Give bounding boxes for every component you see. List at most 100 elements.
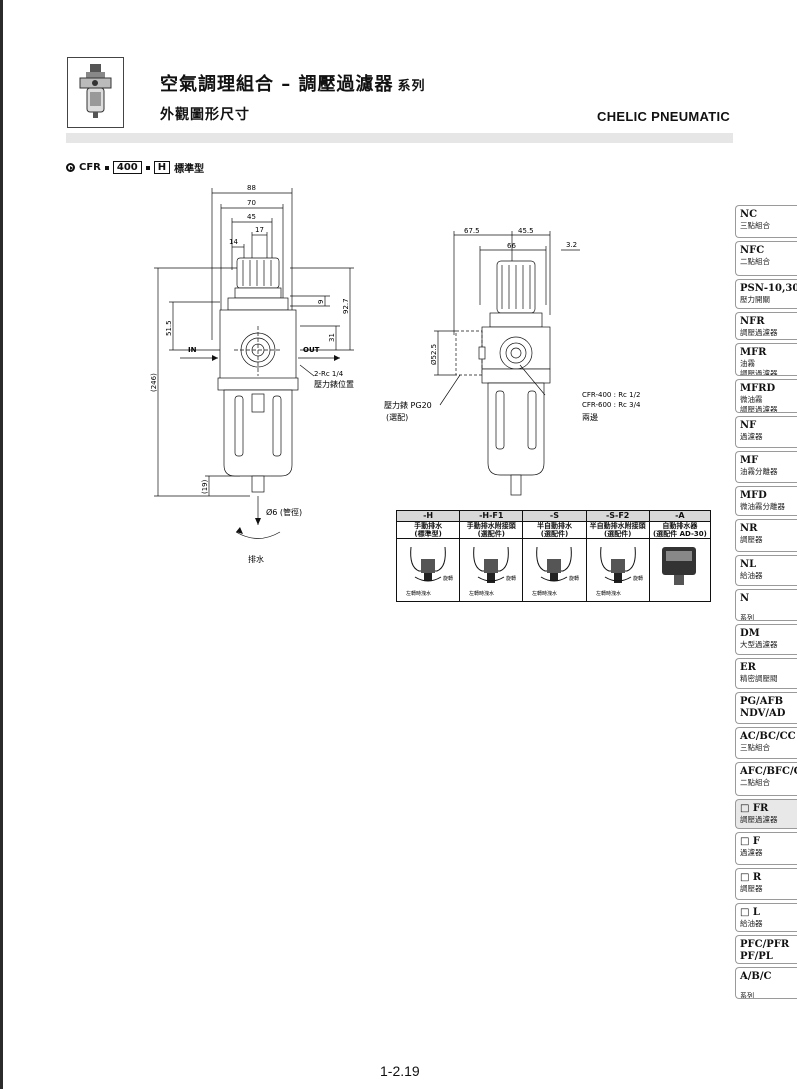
product-thumbnail (67, 57, 124, 128)
dim-3-2: 3.2 (566, 241, 577, 249)
svg-text:左轉時洩水: 左轉時洩水 (469, 590, 494, 597)
side-tab-code: □ R (740, 872, 762, 883)
dim-88: 88 (247, 184, 256, 192)
gauge-note: 壓力錶 PG20 (384, 400, 432, 410)
side-tab-2[interactable]: PSN-10,30,41壓力開關 (735, 279, 797, 309)
model-size: 400 (112, 161, 142, 174)
header-band (66, 133, 733, 143)
drain-label: 排水 (248, 554, 264, 564)
table-cell: 旋轉 左轉時洩水 (395, 538, 461, 602)
svg-text:旋轉: 旋轉 (569, 575, 579, 582)
side-tab-code: MFD (740, 490, 767, 501)
side-tab-16[interactable]: AFC/BFC/CFC二點組合 (735, 762, 797, 796)
model-line: CFR 400 H 標準型 (66, 160, 204, 175)
dim-246: (246) (150, 373, 158, 392)
gauge-optional: (選配) (386, 412, 408, 422)
manual-drain-icon: 旋轉 左轉時洩水 (406, 546, 453, 597)
page-number: 1-2.19 (380, 1063, 420, 1079)
side-tab-name: PF/PL (740, 951, 773, 962)
dim-51-5: 51.5 (165, 320, 173, 336)
side-tab-code: □ F (740, 836, 761, 847)
dim-9: 9 (317, 300, 325, 304)
table-cell: -S (522, 510, 587, 522)
semi-auto-drain-fitting-icon: 旋轉 左轉時洩水 (596, 546, 643, 597)
dim-19: (19) (201, 479, 209, 494)
gauge-position-label: 壓力錶位置 (314, 379, 354, 389)
port-size-label: 2-Rc 1/4 (314, 370, 344, 378)
model-option: H (153, 161, 171, 174)
side-tab-code: ER (740, 662, 756, 673)
side-tab-name: 精密調壓閥 (740, 674, 778, 683)
side-tab-name: 給油器 (740, 919, 763, 928)
side-tab-name: 油霧 (740, 359, 755, 368)
side-tab-name: 調壓過濾器 (740, 328, 778, 337)
side-tab-code: NC (740, 209, 758, 220)
page-title: 空氣調理組合 – 調壓過濾器系列 (160, 74, 426, 95)
side-tab-11[interactable]: N系列固定座 (735, 589, 797, 621)
side-tab-name: 過濾器 (740, 432, 763, 441)
table-cell: 手動排水(標準型) (395, 521, 461, 539)
semi-auto-drain-icon: 旋轉 左轉時洩水 (532, 546, 579, 597)
side-tab-code: NF (740, 420, 757, 431)
side-tab-name: 給油器 (740, 571, 763, 580)
dim-31: 31 (328, 333, 336, 342)
side-tab-name: 三點組合 (740, 221, 770, 230)
side-tab-code: NFR (740, 316, 765, 327)
port-note-400: CFR-400 : Rc 1/2" (582, 391, 640, 399)
dim-17: 17 (255, 226, 264, 234)
page-border (0, 0, 3, 1089)
dim-14: 14 (229, 238, 238, 246)
side-tab-name: 三點組合 (740, 743, 770, 752)
side-tab-name: 壓力開關 (740, 295, 770, 304)
side-tab-code: MFR (740, 347, 767, 358)
side-tab-code: N (740, 593, 750, 604)
manual-drain-fitting-icon: 旋轉 左轉時洩水 (469, 546, 516, 597)
dot-separator (145, 165, 150, 170)
side-tab-code-suffix: 系列 (740, 992, 754, 999)
side-tab-name: 微油霧 (740, 395, 763, 404)
svg-text:旋轉: 旋轉 (443, 575, 453, 582)
side-tab-code: AC/BC/CC (740, 731, 796, 742)
table-cell: 半自動排水(選配件) (522, 521, 587, 539)
side-tab-name: 調壓器 (740, 535, 763, 544)
table-cell: 手動排水附接頭(選配件) (459, 521, 524, 539)
both-sides-note: 兩邊 (582, 412, 598, 422)
table-cell: 半自動排水附接頭(選配件) (585, 521, 650, 539)
svg-text:左轉時洩水: 左轉時洩水 (406, 590, 431, 597)
tube-size-label: Ø6 (管徑) (266, 507, 302, 517)
brand-name: CHELIC PNEUMATIC (597, 109, 731, 124)
side-tab-name: 大型過濾器 (740, 640, 778, 649)
side-tab-name: 微油霧分離器 (740, 502, 785, 511)
svg-text:旋轉: 旋轉 (506, 575, 516, 582)
side-tab-code: PFC/PFR (740, 939, 790, 950)
side-tab-22[interactable]: A/B/C系列固定座 (735, 967, 797, 999)
front-dimension-drawing: 88 70 45 17 14 9 31 92.7 51.5 (246) (19)… (150, 184, 354, 564)
table-cell: -S-F2 (585, 510, 650, 522)
dim-45: 45 (247, 213, 256, 221)
side-tab-name: 調壓過濾器 (740, 815, 778, 824)
side-tab-code: NFC (740, 245, 765, 256)
out-port-label: OUT (303, 346, 320, 354)
side-tab-name: 二點組合 (740, 778, 770, 787)
dim-66: 66 (507, 242, 516, 250)
side-tab-code: A/B/C (740, 971, 772, 982)
